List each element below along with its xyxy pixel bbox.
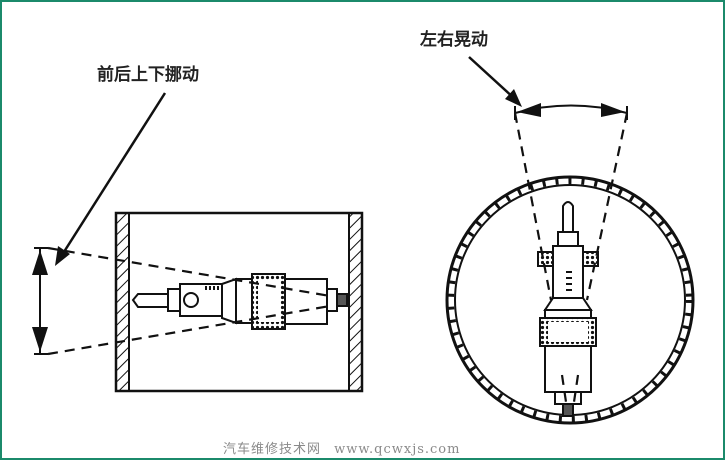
rocking-range-lines [47, 246, 331, 356]
arrow-down-icon [32, 327, 48, 352]
leader-arrowhead-icon [505, 89, 522, 107]
watermark: 汽车维修技术网 www.qcwxjs.com [223, 438, 460, 457]
left-leader-arrow [55, 92, 167, 266]
right-motion-label: 左右晃动 [420, 30, 488, 50]
cylinder-side-section [114, 211, 364, 393]
micrometer-horizontal [131, 273, 348, 330]
swing-range-lines [513, 112, 629, 403]
left-motion-label: 前后上下挪动 [97, 65, 199, 85]
horizontal-double-arrow [514, 103, 628, 120]
micrometer-vertical [537, 201, 599, 417]
watermark-url: www.qcwxjs.com [334, 442, 461, 457]
vertical-double-arrow [32, 247, 48, 355]
watermark-site-name: 汽车维修技术网 [223, 442, 322, 457]
arrow-right-icon [601, 103, 625, 117]
right-leader-arrow [468, 56, 522, 107]
leader-arrowhead-icon [55, 246, 70, 266]
arrow-up-icon [32, 250, 48, 275]
arrow-left-icon [517, 103, 541, 117]
